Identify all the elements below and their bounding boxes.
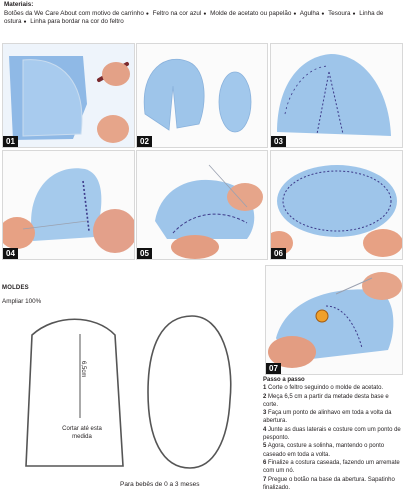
step-list: Passo a passo 1 Corte o feltro seguindo … xyxy=(263,376,401,492)
bullet-icon: ● xyxy=(23,19,27,26)
materials-list: Materiais: Botões da We Care About com m… xyxy=(4,1,400,27)
material-item: Linha para bordar na cor do feltro xyxy=(30,18,124,26)
bullet-icon: ● xyxy=(145,10,149,17)
material-item: Linha de ostura xyxy=(4,9,384,26)
step-item: 6 Finalize a costura caseada, fazendo um… xyxy=(263,459,400,475)
step-photo-04: 04 xyxy=(2,150,135,260)
step-photo-07: 07 xyxy=(265,265,403,375)
steps-title: Passo a passo xyxy=(263,377,305,383)
step-photo-02: 02 xyxy=(136,43,268,148)
step-item: 3 Faça um ponto de alinhavo em toda a vo… xyxy=(263,410,392,425)
step-number-badge: 02 xyxy=(137,136,152,147)
moldes-title: MOLDES xyxy=(2,285,29,291)
bullet-icon: ● xyxy=(293,10,297,17)
measure-label: 6,5cm xyxy=(80,361,86,378)
step-item: 5 Agora, costure a solinha, mantendo o p… xyxy=(263,443,385,458)
photo-sewing-sole xyxy=(137,151,267,259)
cut-instruction: Cortar até esta medida xyxy=(62,426,102,440)
sole-pattern-outline xyxy=(147,315,232,469)
materials-title: Materiais: xyxy=(4,1,34,8)
step-number-badge: 03 xyxy=(271,136,286,147)
step-item: 1 Corte o feltro seguindo o molde de ace… xyxy=(263,385,384,392)
step-photo-06: 06 xyxy=(270,150,403,260)
step-photo-01: 01 xyxy=(2,43,135,148)
step-item: 2 Meça 6,5 cm a partir da metade desta b… xyxy=(263,393,389,408)
photo-felt-pieces xyxy=(137,44,267,147)
step-number-badge: 07 xyxy=(266,363,281,374)
size-caption: Para bebês de 0 a 3 meses xyxy=(120,481,200,488)
bullet-icon: ● xyxy=(321,10,325,17)
upper-pattern-outline xyxy=(25,318,124,467)
step-number-badge: 05 xyxy=(137,248,152,259)
step-number-badge: 01 xyxy=(3,136,18,147)
step-item: 4 Junte as duas laterais e costure com u… xyxy=(263,426,401,442)
step-number-badge: 06 xyxy=(271,248,286,259)
photo-blanket-stitch xyxy=(271,151,402,259)
photo-cutting-pattern xyxy=(3,44,134,147)
photo-joining-sides xyxy=(3,151,134,259)
moldes-scale: Ampliar 100% xyxy=(2,298,42,305)
material-item: Feltro na cor azul xyxy=(152,9,202,17)
bullet-icon: ● xyxy=(203,10,207,17)
photo-basting-stitch xyxy=(271,44,402,147)
material-item: Tesoura xyxy=(328,9,351,17)
material-item: Molde de acetato ou papelão xyxy=(210,9,292,17)
photo-attaching-button xyxy=(266,266,402,374)
shoe-pattern-drawing xyxy=(25,315,232,469)
step-number-badge: 04 xyxy=(3,248,18,259)
material-item: Agulha xyxy=(299,9,320,17)
step-photo-05: 05 xyxy=(136,150,268,260)
step-photo-03: 03 xyxy=(270,43,403,148)
material-item: Botões da We Care About com motivo de ca… xyxy=(4,9,144,17)
step-item: 7 Pregue o botão na base da abertura. Sa… xyxy=(263,476,395,491)
bullet-icon: ● xyxy=(352,10,356,17)
